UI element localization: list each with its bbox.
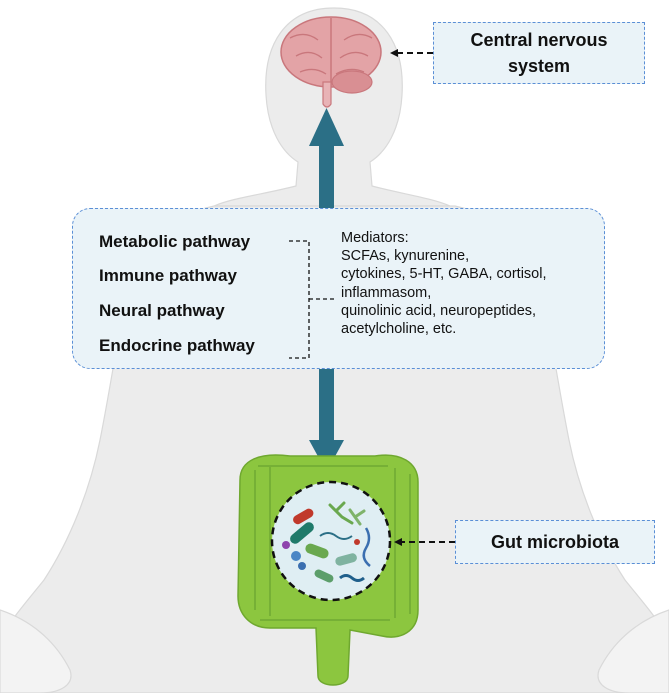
mediators-heading: Mediators: — [341, 230, 409, 246]
pathway-immune: Immune pathway — [99, 266, 237, 285]
bacteria-icon — [282, 501, 371, 583]
mediators-line: quinolinic acid, neuropeptides, — [341, 302, 537, 319]
mediators-list: Mediators: SCFAs, kynurenine, cytokines,… — [341, 229, 603, 338]
pathway-bracket — [289, 240, 335, 359]
pathway-endocrine: Endocrine pathway — [99, 336, 255, 355]
gut-microbiota-text: Gut microbiota — [490, 531, 619, 552]
mediators-line: inflammasom, — [341, 284, 432, 301]
pathway-panel: Metabolic pathway Immune pathway Neural … — [72, 208, 605, 369]
mediators-line: SCFAs, kynurenine, — [341, 248, 470, 265]
microbiota-lens — [270, 480, 392, 602]
arrow-up-to-brain — [309, 108, 344, 208]
pathway-metabolic: Metabolic pathway — [99, 232, 251, 251]
pathway-neural: Neural pathway — [99, 301, 225, 320]
brain-icon — [280, 16, 382, 108]
mediators-line: acetylcholine, etc. — [341, 321, 457, 338]
central-nervous-system-label: Central nervous system — [433, 22, 645, 84]
mediators-line: cytokines, 5-HT, GABA, cortisol, — [341, 266, 547, 283]
central-nervous-system-text: Central nervous system — [470, 30, 608, 76]
gut-microbiota-label: Gut microbiota — [455, 520, 655, 564]
